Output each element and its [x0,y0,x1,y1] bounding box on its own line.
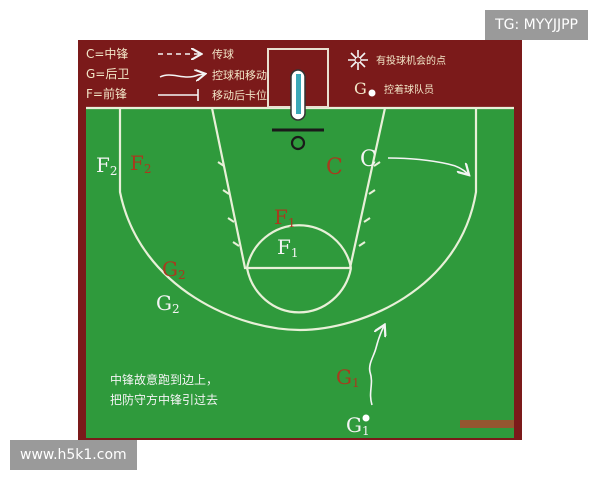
free-throw-circle-top [245,224,353,269]
player-f2-defense: F2 [130,151,152,176]
player-g2-defense: G2 [162,257,186,282]
center-move-arrow [387,157,468,174]
guard-dribble-arrow [368,326,384,406]
free-throw-circle-bottom [245,267,353,314]
lane-hash-marks [217,161,381,247]
ball-icon [368,89,376,97]
legend-screen: 移动后卡位 [212,88,267,102]
player-c-offense: C [360,147,377,172]
legend-center: C=中锋 [86,46,128,61]
screen-line-icon [158,89,199,101]
players: F2 F2 C C F1 F1 G2 G2 G1 G1 [96,147,377,438]
corner-stamp [460,420,514,428]
player-c-defense: C [326,155,343,180]
dribble-line-icon [159,74,204,77]
legend: C=中锋 G=后卫 F=前锋 传球 控球和移动 移动后卡位 有投球机会的点 G … [86,46,446,102]
player-g1-offense: G1 [346,413,370,438]
player-f1-offense: F1 [277,235,299,260]
url-watermark: www.h5k1.com [10,440,137,470]
tg-watermark: TG: MYYJJPP [485,10,588,40]
note-line-2: 把防守方中锋引过去 [110,392,218,407]
player-f2-offense: F2 [96,153,118,178]
legend-pass: 传球 [212,47,234,61]
note-line-1: 中锋故意跑到边上， [110,372,218,387]
legend-guard: G=后卫 [86,67,129,81]
rim-icon [290,135,306,151]
player-f1-defense: F1 [274,205,296,230]
player-g1-defense: G1 [336,365,360,390]
legend-forward: F=前锋 [86,86,127,101]
legend-dribble: 控球和移动 [212,68,267,82]
ball-icon [362,414,370,422]
court [86,108,514,438]
three-point-line [118,108,478,332]
player-g2-offense: G2 [156,291,180,316]
legend-shot-chance: 有投球机会的点 [376,54,446,67]
legend-ball-handler-symbol: G [354,79,367,98]
legend-ball-handler: 控着球队员 [384,83,434,96]
hoop-shaft [296,74,301,114]
free-throw-lane [210,107,387,270]
